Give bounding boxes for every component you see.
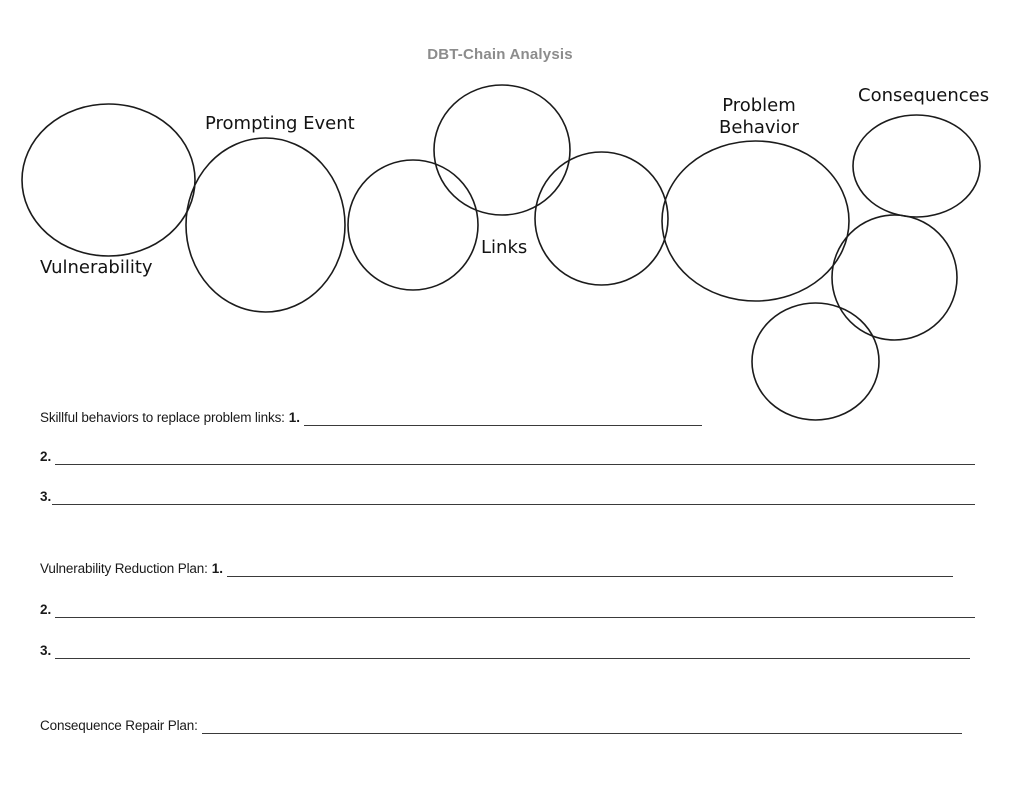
form-section: Skillful behaviors to replace problem li… [0, 398, 1024, 791]
vulnerability-plan-item-1-input[interactable] [227, 565, 954, 577]
skillful-label: Skillful behaviors to replace problem li… [40, 410, 285, 425]
label-vulnerability: Vulnerability [40, 257, 153, 278]
vulnerability-plan-item-3-input[interactable] [55, 647, 971, 659]
skillful-item-1-input[interactable] [304, 414, 703, 426]
circle-problem-behavior [661, 140, 850, 302]
circle-consequence-1 [852, 114, 981, 218]
label-prompting-event: Prompting Event [205, 113, 355, 134]
skillful-item-2-number: 2. [40, 449, 52, 464]
row-vulnerability-plan-3: 3. [40, 643, 971, 659]
vulnerability-plan-item-2-number: 2. [40, 602, 52, 617]
label-problem-behavior-line1: Problem [722, 95, 796, 116]
vulnerability-plan-label: Vulnerability Reduction Plan: [40, 561, 208, 576]
row-skillful-1: Skillful behaviors to replace problem li… [40, 410, 703, 426]
skillful-item-3-number: 3. [40, 489, 52, 504]
label-links: Links [481, 237, 528, 258]
vulnerability-plan-item-3-number: 3. [40, 643, 52, 658]
vulnerability-plan-item-1-number: 1. [211, 561, 224, 576]
page-title: DBT-Chain Analysis [427, 46, 573, 63]
circle-link-1 [347, 159, 479, 291]
circle-prompting-event [185, 137, 346, 313]
vulnerability-plan-item-2-input[interactable] [55, 606, 976, 618]
skillful-item-2-input[interactable] [55, 453, 976, 465]
row-skillful-2: 2. [40, 449, 976, 465]
label-problem-behavior-line2: Behavior [719, 117, 799, 138]
circle-consequence-3 [751, 302, 880, 421]
skillful-item-1-number: 1. [288, 410, 301, 425]
circle-vulnerability [21, 103, 196, 257]
chain-diagram: Vulnerability Prompting Event Links Prob… [21, 84, 990, 421]
row-skillful-3: 3. [40, 489, 976, 505]
circle-consequence-2 [831, 214, 958, 341]
row-consequence-repair: Consequence Repair Plan: [40, 718, 962, 734]
row-vulnerability-plan-2: 2. [40, 602, 976, 618]
circle-link-3 [534, 151, 669, 286]
label-consequences: Consequences [858, 85, 990, 106]
chain-circles-svg [21, 84, 981, 421]
consequence-repair-input[interactable] [201, 722, 962, 734]
row-vulnerability-plan-1: Vulnerability Reduction Plan: 1. [40, 561, 954, 577]
skillful-item-3-input[interactable] [52, 493, 976, 505]
circle-link-2 [433, 84, 571, 216]
consequence-repair-label: Consequence Repair Plan: [40, 718, 198, 733]
